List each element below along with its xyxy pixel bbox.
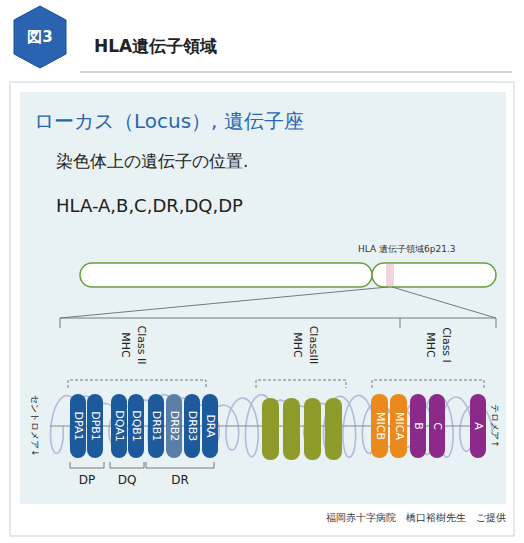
gene-name: B: [412, 422, 424, 430]
gene-name: DPB1: [89, 411, 101, 441]
badge-hexagon: [14, 6, 66, 68]
gene-bar: MICB: [371, 394, 388, 458]
gene-name: MICB: [373, 412, 385, 440]
panel: [20, 92, 506, 504]
gene-name: DQA1: [113, 410, 125, 442]
gene-bar: DPA1: [70, 394, 86, 458]
class-label: ClassIII: [307, 326, 319, 365]
gene-name: DPA1: [72, 412, 84, 441]
diagram-label: 染色体上の遺伝子の位置.: [56, 152, 248, 171]
diagram-label: テロメア↑: [489, 404, 499, 448]
figure-title: HLA遺伝子領域: [94, 37, 217, 56]
diagram-label: ローカス（Locus）, 遺伝子座: [34, 110, 304, 132]
class-iii-genes: [262, 398, 342, 460]
gene-name: DRB3: [186, 411, 198, 442]
diagram-label: DQ: [118, 474, 137, 487]
class-label: MHC: [291, 332, 303, 357]
diagram-label: セントロメア↓: [29, 395, 39, 457]
gene-bar: MICA: [390, 394, 407, 458]
bracket-lines: [60, 287, 496, 468]
gene-name: A: [472, 422, 484, 430]
gene-bar: DRB2: [166, 394, 182, 458]
gene-bar: DRB1: [148, 394, 164, 458]
class-label: Class I: [440, 327, 452, 363]
gene-name: MICA: [392, 412, 404, 440]
class-label: MHC: [119, 332, 131, 357]
diagram-label: DR: [171, 474, 189, 487]
gene-name: DRB2: [168, 411, 180, 442]
gene-bar: DRA: [202, 394, 218, 458]
gene-bar: C: [429, 394, 445, 458]
chromosome-arm: [80, 263, 372, 287]
gene-bar: DRB3: [184, 394, 200, 458]
header-rule: [80, 72, 512, 73]
class-label: MHC: [424, 332, 436, 357]
chromosome-arm: [372, 263, 496, 287]
gene-bar: A: [470, 394, 486, 458]
hla-band: [386, 264, 394, 286]
gene-bar: DQA1: [111, 394, 127, 458]
gene-bar: B: [410, 394, 426, 458]
credit-caption: 福岡赤十字病院 橋口裕樹先生 ご提供: [326, 512, 506, 523]
gene-name: DRB1: [150, 411, 162, 442]
class-label: Class II: [135, 326, 147, 365]
gene-bar: DQB1: [128, 394, 144, 458]
gene-name: C: [431, 422, 443, 430]
gene-bar: DPB1: [87, 394, 103, 458]
diagram-label: HLA-A,B,C,DR,DQ,DP: [56, 196, 243, 216]
gene-name: DRA: [204, 414, 216, 437]
figure-number: 図3: [27, 29, 52, 46]
diagram-label: HLA 遺伝子領域6p21.3: [358, 245, 455, 255]
gene-name: DQB1: [130, 410, 142, 442]
frame: [10, 82, 514, 536]
diagram-label: DP: [79, 474, 95, 487]
